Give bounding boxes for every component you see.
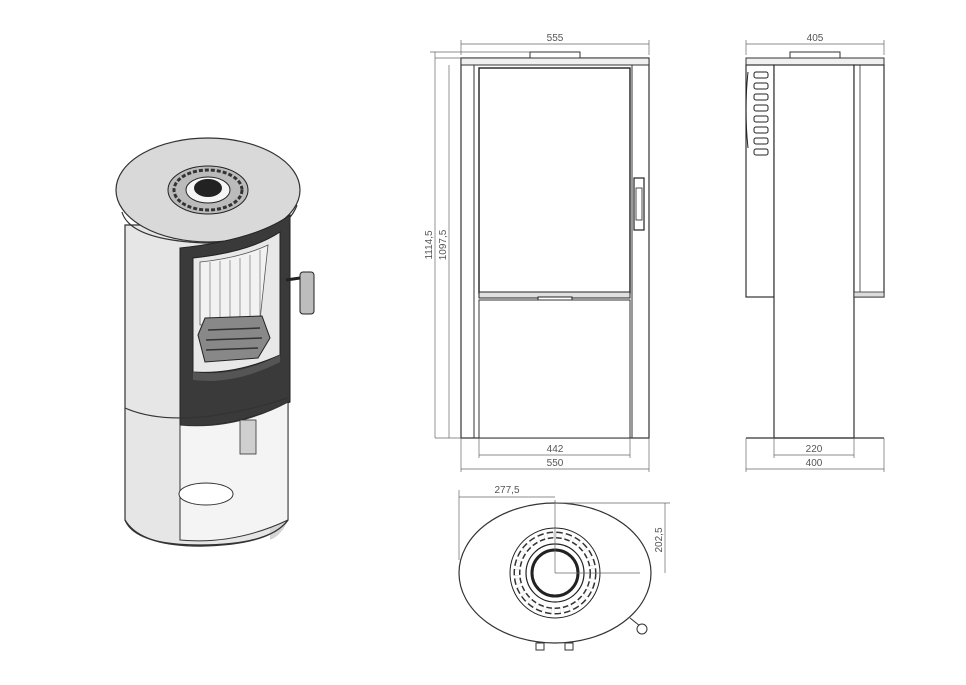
iso-base-air-inlet (178, 482, 234, 506)
top-view: 277,5 202,5 (458, 485, 670, 651)
front-dim-heights: 1114,5 1097,5 (424, 51, 530, 439)
front-dim-555: 555 (547, 33, 564, 44)
iso-grate-bars (205, 327, 263, 351)
front-flue-collar (529, 51, 581, 59)
iso-firebox-lining-lines (209, 250, 261, 322)
front-dim-width-top: 555 (460, 33, 650, 55)
side-flue-collar (789, 51, 841, 59)
top-foot-left (535, 642, 545, 651)
side-dim-400: 400 (806, 458, 823, 469)
isometric-view (115, 137, 315, 547)
top-dim-offset-y: 202,5 (555, 502, 670, 573)
iso-flue-opening (194, 179, 222, 197)
side-door-section (745, 64, 775, 298)
front-dim-1097: 1097,5 (438, 229, 449, 260)
side-top-cap (745, 57, 885, 66)
front-door-handle-grip (635, 187, 643, 221)
side-dim-width-top: 405 (745, 33, 885, 55)
top-dim-offset-x: 277,5 (458, 485, 555, 560)
iso-base-separator (124, 397, 289, 419)
iso-base-bottom (124, 519, 289, 547)
top-handle-knob (636, 623, 648, 635)
iso-cavity-back-post (239, 419, 257, 455)
top-dim-202: 202,5 (654, 527, 665, 552)
front-top-cap (460, 57, 650, 66)
front-lower-panel (478, 299, 631, 439)
iso-flue-ring-pattern (172, 168, 244, 212)
top-foot-right (564, 642, 574, 651)
side-vent-slots (745, 71, 769, 156)
side-rear-foot (853, 291, 885, 298)
iso-firebox-lip (193, 355, 280, 381)
front-dim-base: 442 550 (460, 438, 650, 472)
top-dim-277: 277,5 (494, 485, 519, 496)
side-dim-405: 405 (807, 33, 824, 44)
iso-door-handle (299, 271, 315, 315)
side-dim-base: 220 400 (745, 438, 885, 472)
side-dim-220: 220 (806, 444, 823, 455)
side-view: 405 220 400 (745, 33, 885, 472)
front-dim-550: 550 (547, 458, 564, 469)
front-door-glass (478, 67, 631, 294)
front-dim-442: 442 (547, 444, 564, 455)
front-dim-1114: 1114,5 (424, 230, 435, 260)
iso-handle-arm (285, 276, 301, 282)
top-handle-arm (629, 617, 641, 627)
iso-firebox-rear-panel (199, 244, 269, 326)
side-rear-panel (853, 64, 885, 298)
front-view: 555 1114,5 1097,5 442 550 (424, 33, 650, 472)
side-central-column (773, 64, 855, 439)
